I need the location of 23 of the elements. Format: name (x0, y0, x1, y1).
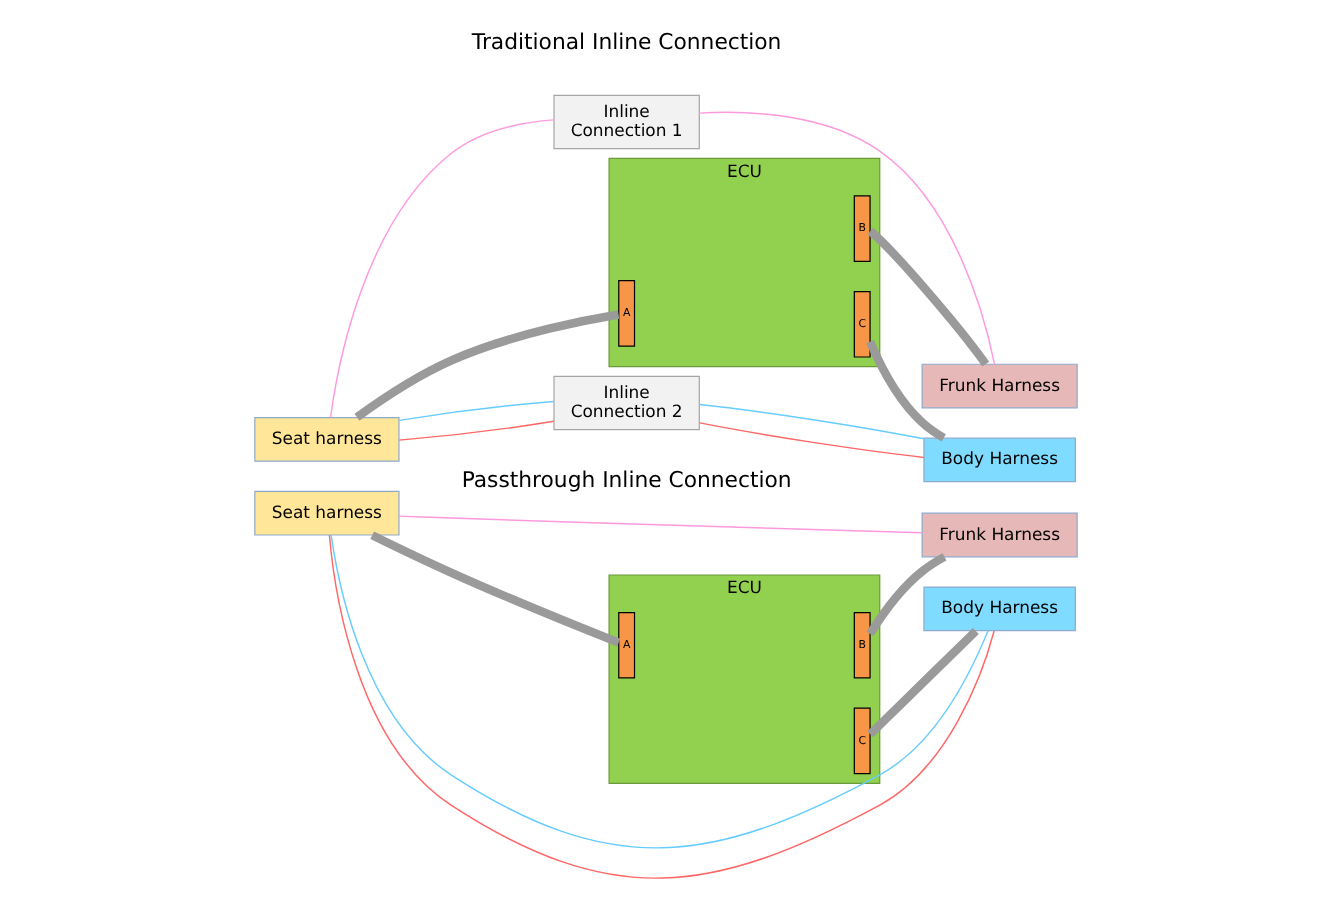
connector (866, 553, 947, 637)
node-box: Inline Connection 1 (553, 94, 700, 150)
label: Passthrough Inline Connection (461, 467, 792, 494)
node-box: Frunk Harness (921, 363, 1078, 409)
connector (354, 310, 620, 421)
connector (398, 515, 923, 534)
connector (867, 227, 990, 367)
label: Traditional Inline Connection (471, 28, 782, 55)
node-box: Body Harness (923, 437, 1076, 483)
connector (699, 403, 925, 440)
node-box: Seat harness (254, 416, 400, 462)
node-box: Inline Connection 2 (553, 375, 700, 431)
node-box: Frunk Harness (921, 512, 1078, 558)
connector (867, 627, 979, 738)
connector (698, 111, 996, 365)
node-box: Seat harness (254, 490, 400, 536)
connector (398, 420, 555, 441)
connector (398, 400, 555, 422)
connector (370, 531, 621, 647)
connector (329, 119, 555, 418)
connector (866, 339, 946, 442)
node-box: Body Harness (923, 586, 1076, 632)
connector (699, 422, 925, 459)
